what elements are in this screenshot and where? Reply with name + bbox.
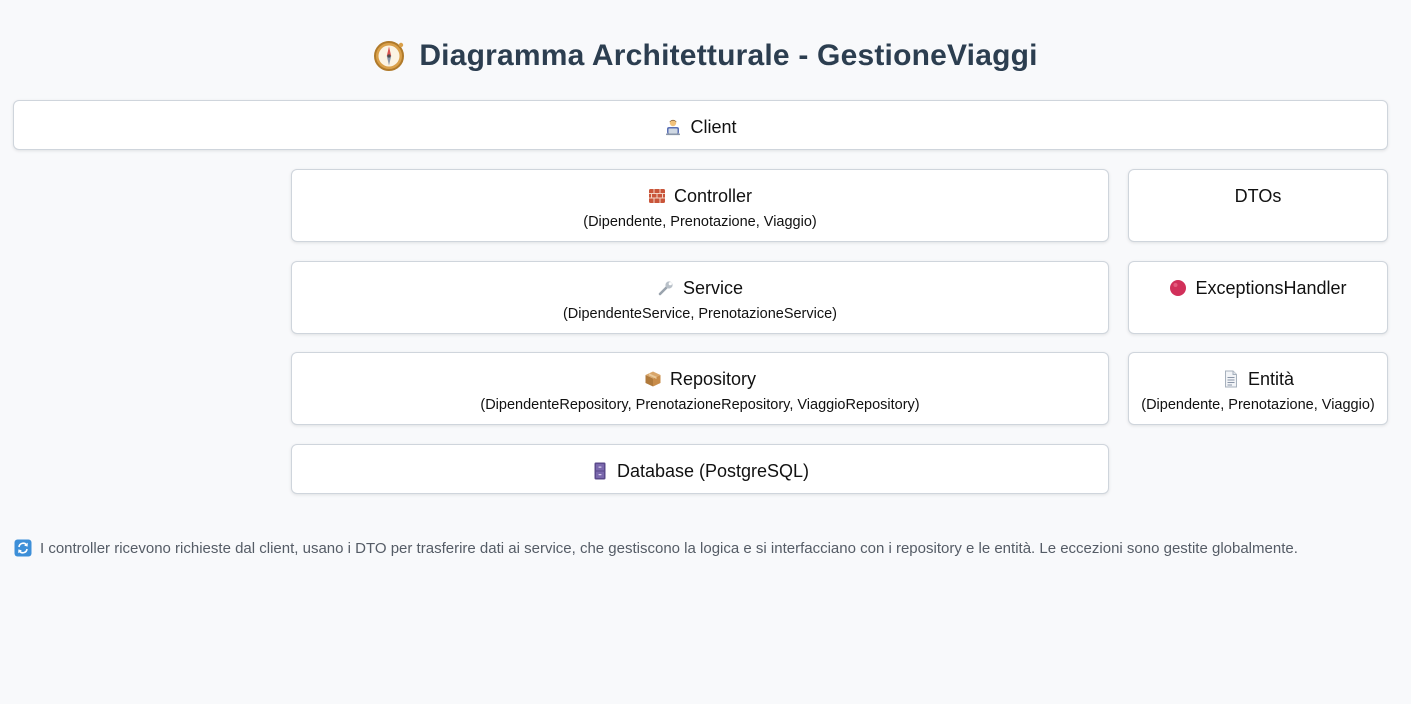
entita-subtitle: (Dipendente, Prenotazione, Viaggio) [1141, 397, 1375, 413]
compass-icon [373, 40, 405, 72]
database-label: Database (PostgreSQL) [616, 460, 810, 481]
technologist-icon [664, 118, 682, 136]
package-icon [644, 370, 662, 388]
repository-box: Repository (DipendenteRepository, Prenot… [291, 352, 1109, 425]
dtos-box: DTOs [1128, 169, 1388, 242]
controller-subtitle: (Dipendente, Prenotazione, Viaggio) [583, 214, 817, 230]
diagram-title: Diagramma Architetturale - GestioneViagg… [0, 34, 1411, 78]
file-cabinet-icon [591, 462, 609, 480]
controller-box: Controller (Dipendente, Prenotazione, Vi… [291, 169, 1109, 242]
service-box: Service (DipendenteService, Prenotazione… [291, 261, 1109, 334]
client-label: Client [690, 116, 737, 137]
red-circle-icon [1169, 279, 1187, 297]
entita-label: Entità [1247, 368, 1295, 389]
service-subtitle: (DipendenteService, PrenotazioneService) [562, 306, 838, 322]
repository-label: Repository [669, 368, 757, 389]
database-box: Database (PostgreSQL) [291, 444, 1109, 494]
exceptions-handler-box: ExceptionsHandler [1128, 261, 1388, 334]
client-box: Client [13, 100, 1388, 150]
controller-label: Controller [673, 185, 753, 206]
document-icon [1222, 370, 1240, 388]
entita-box: Entità (Dipendente, Prenotazione, Viaggi… [1128, 352, 1388, 425]
page-title: Diagramma Architetturale - GestioneViagg… [419, 39, 1038, 72]
footer-text: I controller ricevono richieste dal clie… [40, 539, 1298, 557]
refresh-icon [14, 539, 32, 557]
exceptions-handler-label: ExceptionsHandler [1195, 277, 1347, 298]
wrench-icon [657, 279, 675, 297]
footer-note: I controller ricevono richieste dal clie… [14, 537, 1404, 559]
service-label: Service [682, 277, 744, 298]
dtos-label: DTOs [1234, 185, 1282, 206]
repository-subtitle: (DipendenteRepository, PrenotazioneRepos… [480, 397, 920, 413]
brick-icon [648, 187, 666, 205]
